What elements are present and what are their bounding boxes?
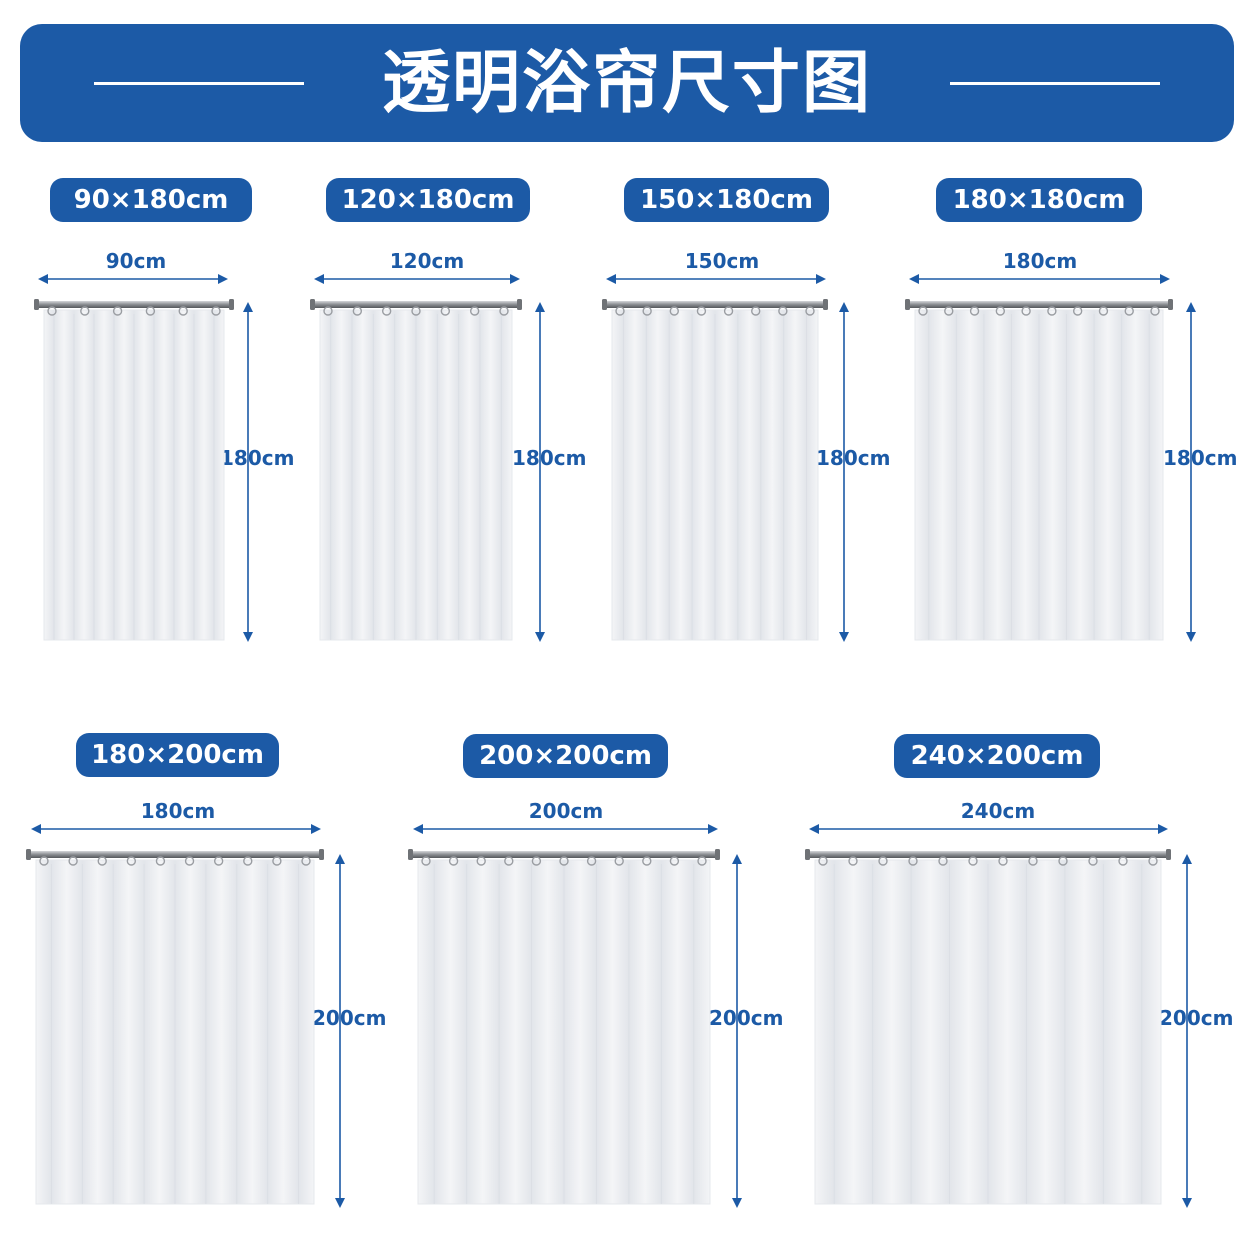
title-banner: 透明浴帘尺寸图 — [20, 24, 1234, 142]
curtain-image-180x200 — [26, 849, 324, 1205]
height-arrow-200x200 — [732, 854, 742, 1208]
height-label-90x180: 180cm — [220, 446, 295, 470]
width-label-180cm: 180cm — [1002, 249, 1078, 273]
size-badge-200x200: 200×200cm — [463, 734, 668, 778]
width-arrow-150cm — [606, 274, 826, 284]
height-label-180x180: 180cm — [1163, 446, 1238, 470]
height-label-120x180: 180cm — [512, 446, 587, 470]
size-badge-240x200: 240×200cm — [894, 734, 1100, 778]
height-arrow-120x180 — [535, 302, 545, 642]
size-badge-180x180: 180×180cm — [936, 178, 1142, 222]
height-arrow-240x200 — [1182, 854, 1192, 1208]
curtain-image-90x180 — [34, 299, 234, 641]
width-label-90cm: 90cm — [105, 249, 167, 273]
curtain-image-150x180 — [602, 299, 828, 641]
height-label-240x200: 200cm — [1159, 1006, 1234, 1030]
curtain-image-240x200 — [805, 849, 1171, 1205]
width-arrow-180cm — [909, 274, 1170, 284]
curtain-image-180x180 — [905, 299, 1173, 641]
size-badge-150x180: 150×180cm — [624, 178, 829, 222]
curtain-image-120x180 — [310, 299, 522, 641]
height-arrow-90x180 — [243, 302, 253, 642]
height-label-150x180: 180cm — [816, 446, 891, 470]
height-label-180x200: 200cm — [312, 1006, 387, 1030]
page-title: 透明浴帘尺寸图 — [381, 44, 872, 123]
width-arrow-240cm — [809, 824, 1168, 834]
curtain-image-200x200 — [408, 849, 720, 1205]
width-label-200cm: 200cm — [528, 799, 604, 823]
size-badge-180x200: 180×200cm — [76, 733, 279, 777]
width-arrow-180cm-tall — [31, 824, 321, 834]
width-label-120cm: 120cm — [389, 249, 465, 273]
height-arrow-180x180 — [1186, 302, 1196, 642]
width-arrow-200cm — [413, 824, 718, 834]
size-badge-90x180: 90×180cm — [50, 178, 252, 222]
height-label-200x200: 200cm — [709, 1006, 784, 1030]
title-decoration-line-right — [950, 82, 1160, 85]
width-label-150cm: 150cm — [684, 249, 760, 273]
title-decoration-line-left — [94, 82, 304, 85]
width-arrow-90cm — [38, 274, 228, 284]
height-arrow-180x200 — [335, 854, 345, 1208]
width-arrow-120cm — [314, 274, 520, 284]
width-label-240cm: 240cm — [960, 799, 1036, 823]
width-label-180cm-tall: 180cm — [140, 799, 216, 823]
size-badge-120x180: 120×180cm — [326, 178, 530, 222]
height-arrow-150x180 — [839, 302, 849, 642]
